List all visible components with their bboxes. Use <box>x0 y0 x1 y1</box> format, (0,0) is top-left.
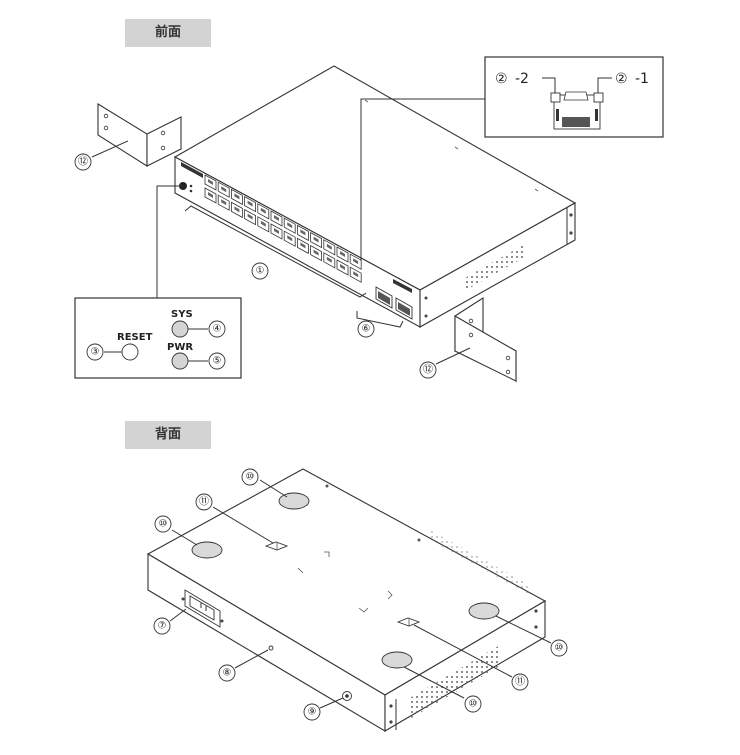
marker-6: ⑥ <box>362 324 371 335</box>
rj45-port-contact <box>340 251 345 257</box>
rack-bracket-right <box>454 296 517 383</box>
sys-label: SYS <box>171 309 193 320</box>
ground-screw <box>268 645 274 651</box>
rj45-port-contact <box>340 264 345 270</box>
switch-back-unit <box>146 468 547 732</box>
back-view-label: 背面 <box>125 421 211 449</box>
rj45-port-contact <box>274 215 279 221</box>
rj45-port-contact <box>208 179 213 185</box>
rj45-port-contact <box>260 207 266 214</box>
front-view-label: 前面 <box>125 19 211 47</box>
port-label-2-num: ② <box>495 71 508 87</box>
power-inlet <box>181 589 224 628</box>
rj45-port-contact <box>300 229 306 236</box>
marker-11-a: ⑪ <box>199 496 209 508</box>
rj45-port-contact <box>353 258 359 265</box>
rj45-port-contact <box>208 192 213 198</box>
rj45-port-contact <box>234 206 240 213</box>
sfp-bracket-line <box>356 311 404 328</box>
pwr-led <box>171 352 189 370</box>
rj45-port-contact <box>326 256 332 263</box>
marker-11-b: ⑪ <box>515 676 525 688</box>
port-label-2-2: -2 <box>515 71 529 87</box>
rj45-port-contact <box>221 199 227 206</box>
marker-5: ⑤ <box>213 356 222 367</box>
marker-1: ① <box>256 266 265 277</box>
rj45-port-contact <box>300 242 306 249</box>
ports-bracket-line <box>184 205 367 298</box>
rj45-port-contact <box>247 200 253 207</box>
marker-10-b: ⑩ <box>159 519 168 530</box>
rj45-port-contact <box>234 193 240 200</box>
marker-12-right: ⑫ <box>423 364 433 376</box>
rj45-port-contact <box>274 228 279 234</box>
rj45-port-contact <box>326 243 332 250</box>
marker-10-a: ⑩ <box>246 472 255 483</box>
marker-7: ⑦ <box>158 621 167 632</box>
marker-10-d: ⑩ <box>469 699 478 710</box>
front-markers: ① ③ ④ ⑤ ⑥ ⑫ ⑫ <box>74 140 471 379</box>
pwr-label: PWR <box>167 342 193 353</box>
rj45-port-contact <box>260 220 266 227</box>
port-label-2-1: -1 <box>635 71 649 87</box>
security-slot <box>342 691 352 701</box>
rj45-port-array <box>204 174 362 283</box>
marker-8: ⑧ <box>223 668 232 679</box>
marker-12-left: ⑫ <box>78 156 88 168</box>
marker-9: ⑨ <box>308 707 317 718</box>
reset-button <box>121 343 139 361</box>
rj45-port-contact <box>313 236 319 243</box>
sfp-slot-group <box>375 286 413 320</box>
sys-led <box>171 320 189 338</box>
rj45-port-contact <box>247 213 253 220</box>
rack-bracket-left <box>97 103 182 167</box>
port-led-callout: ② -2 ② -1 <box>360 56 664 261</box>
marker-3: ③ <box>91 347 100 358</box>
port-label-2-num-b: ② <box>615 71 628 87</box>
rj45-port-contact <box>221 186 227 193</box>
back-markers: ⑩ ⑩ ⑩ ⑩ ⑪ ⑪ ⑦ ⑧ ⑨ <box>153 468 568 721</box>
rj45-port-contact <box>287 235 293 242</box>
rj45-port-contact <box>353 271 359 278</box>
reset-label: RESET <box>117 332 153 343</box>
marker-4: ④ <box>213 324 222 335</box>
rj45-port-contact <box>313 249 319 256</box>
rj45-port-contact <box>287 222 293 229</box>
marker-10-c: ⑩ <box>555 643 564 654</box>
